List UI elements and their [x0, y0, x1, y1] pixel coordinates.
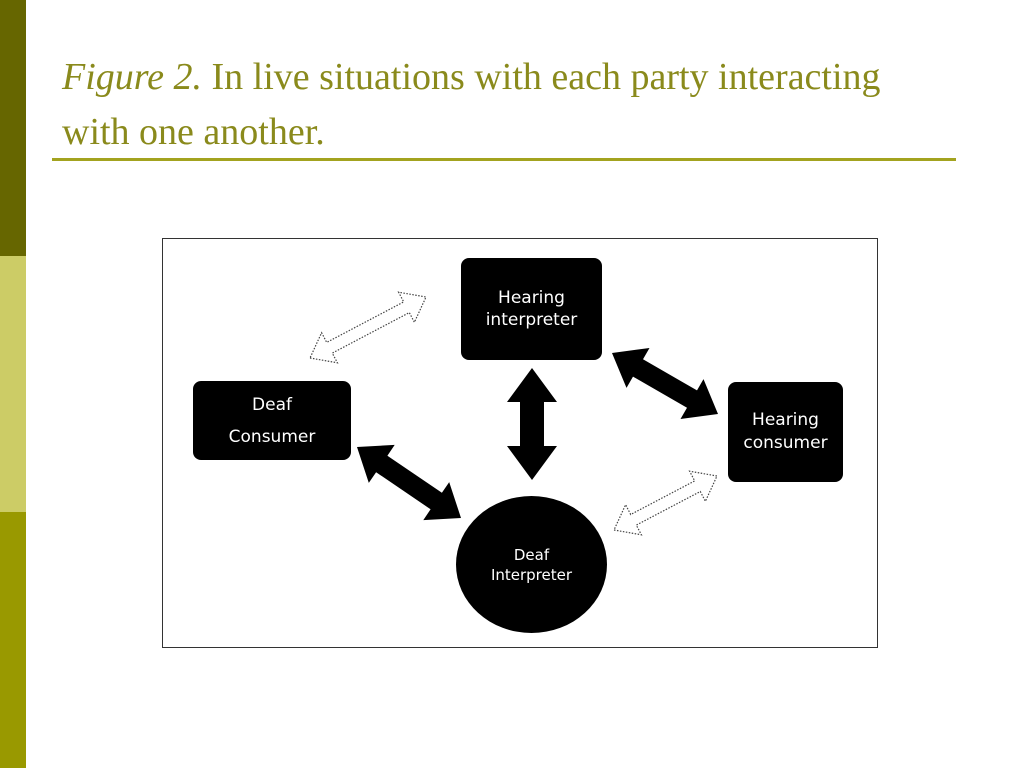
side-bar-top: [0, 0, 26, 256]
arrow-hearing-interpreter-to-hearing-consumer: [612, 348, 718, 419]
node-label: Deaf: [252, 394, 292, 415]
slide-title: Figure 2. In live situations with each p…: [62, 50, 952, 160]
side-bar-bottom: [0, 512, 26, 768]
node-label: interpreter: [485, 310, 578, 330]
node-label: Consumer: [228, 426, 316, 447]
node-label: Hearing: [752, 410, 819, 430]
deaf-interpreter-node: Deaf Interpreter: [456, 496, 607, 633]
node-label: Deaf: [513, 545, 550, 564]
hearing-interpreter-node: Hearing interpreter: [461, 258, 602, 360]
arrow-deaf-consumer-to-deaf-interpreter: [357, 444, 461, 521]
hearing-consumer-node: Hearing consumer: [728, 382, 843, 482]
arrow-deaf-consumer-to-hearing-interpreter: [309, 291, 427, 364]
node-label: consumer: [743, 433, 828, 453]
side-bar-middle: [0, 256, 26, 512]
title-text: In live situations with each party inter…: [62, 56, 881, 153]
deaf-consumer-node: Deaf Consumer: [193, 381, 351, 460]
arrow-deaf-interpreter-to-hearing-consumer: [613, 470, 718, 536]
title-rule: [52, 158, 956, 161]
node-label: Interpreter: [490, 565, 573, 584]
arrow-hearing-interpreter-to-deaf-interpreter: [507, 368, 557, 480]
node-label: Hearing: [498, 288, 565, 308]
figure-label: Figure 2.: [62, 56, 203, 98]
